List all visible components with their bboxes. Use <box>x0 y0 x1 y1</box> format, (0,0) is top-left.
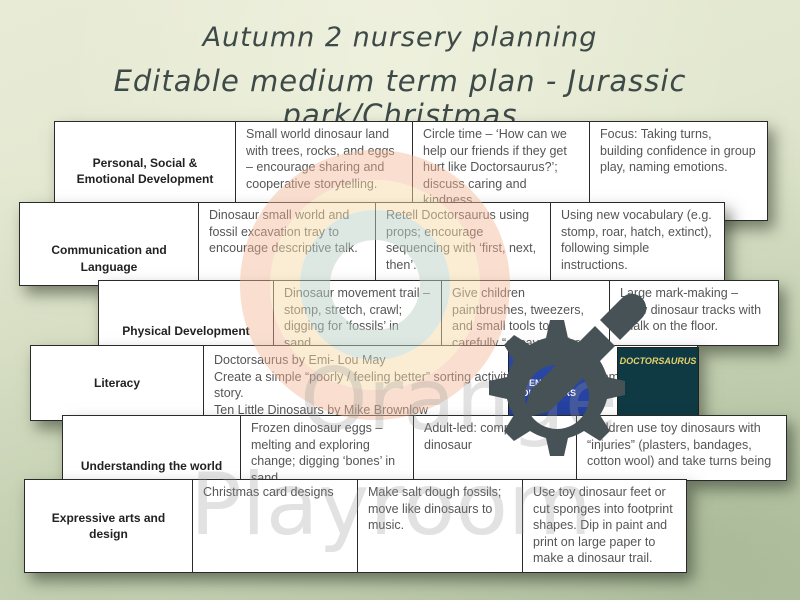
plan-cell: Children use toy dinosaurs with “injurie… <box>576 416 786 480</box>
area-label: Personal, Social & Emotional Development <box>76 155 214 187</box>
area-label: Communication and Language <box>51 243 167 274</box>
area-label: Physical Development <box>122 323 250 338</box>
area-label: Literacy <box>93 375 141 390</box>
plan-cell: Dinosaur small world and fossil excavati… <box>198 203 375 285</box>
plan-cell: Adult-led: compare dinosaur <box>413 416 576 480</box>
plan-cell: Christmas card designs <box>192 480 357 572</box>
editable-gear-pencil-icon <box>489 293 647 456</box>
page-subtitle: Editable medium term plan - Jurassic par… <box>113 64 687 132</box>
plan-cell: Use toy dinosaur feet or cut sponges int… <box>522 480 686 572</box>
plan-row-physical: Physical Development Dinosaur movement t… <box>98 280 779 346</box>
plan-cell: Using new vocabulary (e.g. stomp, roar, … <box>550 203 724 285</box>
area-label: Expressive arts and design <box>51 510 166 542</box>
plan-cell: Dinosaur movement trail – stomp, stretch… <box>273 281 441 345</box>
plan-row-communication: Communication and Language Dinosaur smal… <box>19 202 725 286</box>
plan-row-understanding-world: Understanding the world Frozen dinosaur … <box>62 415 787 481</box>
page-title: Autumn 2 nursery planning <box>202 22 598 53</box>
plan-cell: Retell Doctorsaurus using props; encoura… <box>375 203 550 285</box>
plan-cell: Focus: Taking turns, building confidence… <box>589 122 767 220</box>
plan-cell: Frozen dinosaur eggs – melting and explo… <box>240 416 413 480</box>
plan-cell: Make salt dough fossils; move like dinos… <box>357 480 522 572</box>
plan-cell: Large mark-making – draw dinosaur tracks… <box>609 281 778 345</box>
area-label: Understanding the world <box>80 458 223 473</box>
plan-row-expressive-arts: Expressive arts and design Christmas car… <box>24 479 687 573</box>
